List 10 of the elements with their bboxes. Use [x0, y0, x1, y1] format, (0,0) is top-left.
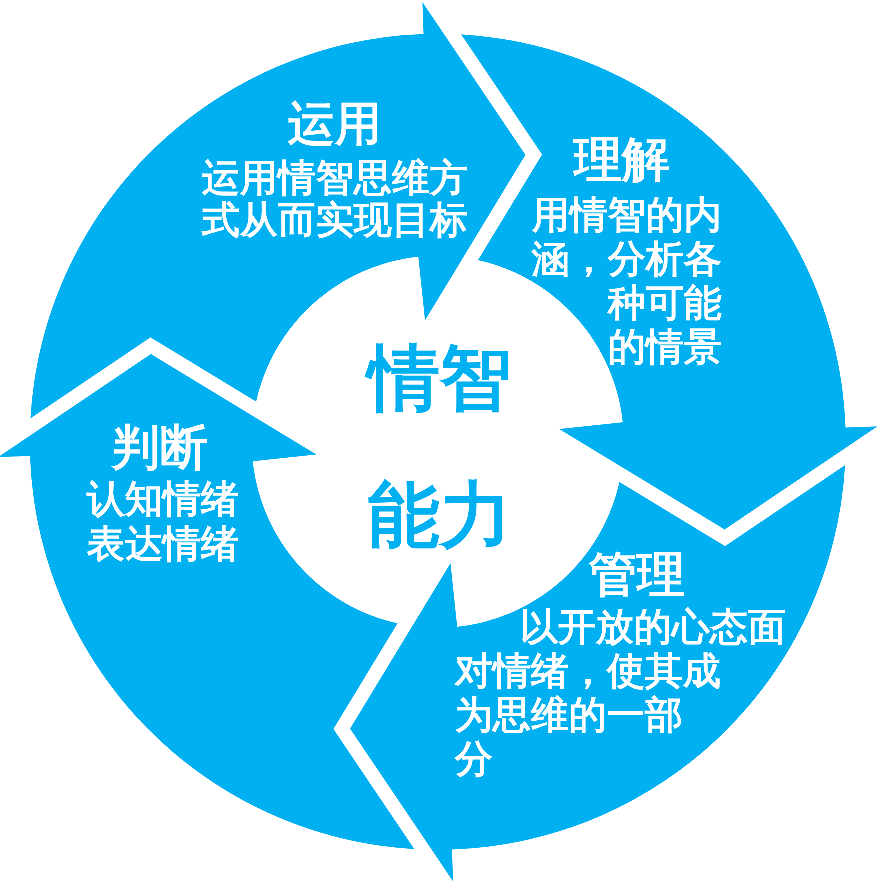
segment-description: 用情智的内涵，分析各种可能的情景: [530, 193, 722, 369]
segment-title: 理解: [572, 133, 671, 187]
segment-description: 认知情绪表达情绪: [86, 477, 240, 567]
curved-arrow-segment: [350, 465, 846, 882]
center-title: 情智能力: [363, 310, 517, 584]
segment-description: 运用情智思维方式从而实现目标: [200, 157, 469, 241]
segment-title: 判断: [110, 421, 209, 475]
segment-title: 管理: [588, 548, 686, 602]
segment-description: 以开放的心态面对情绪，使其成为思维的一部分: [455, 605, 787, 781]
segment-title: 运用: [287, 98, 383, 152]
